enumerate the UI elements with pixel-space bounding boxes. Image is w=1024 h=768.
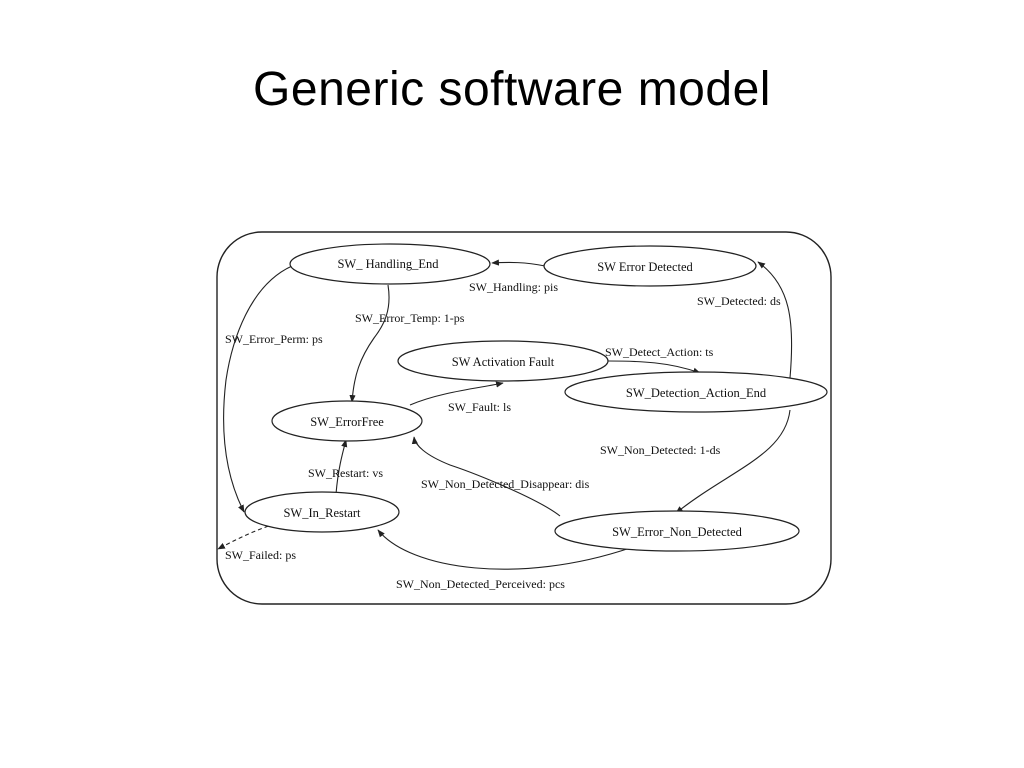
edge-handling: [491, 259, 546, 267]
state-detection-action-end-shape: [564, 371, 828, 413]
label-fault: SW_Fault: ls: [448, 400, 511, 414]
edge-error-perm: [223, 265, 293, 513]
state-error-non-detected-label: SW_Error_Non_Detected: [612, 525, 743, 539]
state-error-free: SW_ErrorFree: [271, 400, 423, 442]
state-activation-fault-label: SW Activation Fault: [452, 355, 555, 369]
edge-non-detected: [675, 409, 791, 514]
label-detect-action: SW_Detect_Action: ts: [605, 345, 714, 359]
edge-detect-action: [607, 360, 701, 374]
slide-title: Generic software model: [253, 63, 771, 116]
state-handling-end-shape: [289, 243, 491, 285]
state-activation-fault: SW Activation Fault: [397, 340, 609, 382]
state-error-free-label: SW_ErrorFree: [310, 415, 384, 429]
state-error-non-detected-shape: [554, 510, 800, 552]
edge-detected: [757, 261, 793, 379]
state-error-non-detected: SW_Error_Non_Detected: [554, 510, 800, 552]
state-handling-end-label: SW_ Handling_End: [337, 257, 439, 271]
state-detection-action-end-label: SW_Detection_Action_End: [626, 386, 767, 400]
label-failed: SW_Failed: ps: [225, 548, 296, 562]
edge-error-temp: [349, 284, 390, 403]
state-activation-fault-shape: [397, 340, 609, 382]
label-non-detected-perceived: SW_Non_Detected_Perceived: pcs: [396, 577, 565, 591]
label-non-detected-disappear: SW_Non_Detected_Disappear: dis: [421, 477, 590, 491]
edge-non-detected-disappear: [411, 436, 561, 517]
state-in-restart: SW_In_Restart: [244, 491, 400, 533]
diagram-frame: [216, 231, 832, 605]
edge-failed: [217, 523, 276, 550]
state-in-restart-shape: [244, 491, 400, 533]
state-handling-end: SW_ Handling_End: [289, 243, 491, 285]
edge-restart: [335, 439, 348, 495]
state-error-detected-label: SW Error Detected: [597, 260, 693, 274]
label-non-detected: SW_Non_Detected: 1-ds: [600, 443, 721, 457]
label-error-perm: SW_Error_Perm: ps: [225, 332, 323, 346]
label-restart: SW_Restart: vs: [308, 466, 383, 480]
state-detection-action-end: SW_Detection_Action_End: [564, 371, 828, 413]
label-handling: SW_Handling: pis: [469, 280, 558, 294]
label-detected: SW_Detected: ds: [697, 294, 781, 308]
edge-non-detected-perceived: [377, 529, 631, 570]
state-error-detected-shape: [543, 245, 757, 287]
state-error-detected: SW Error Detected: [543, 245, 757, 287]
label-error-temp: SW_Error_Temp: 1-ps: [355, 311, 465, 325]
state-error-free-shape: [271, 400, 423, 442]
state-in-restart-label: SW_In_Restart: [283, 506, 361, 520]
edge-fault: [409, 381, 504, 406]
